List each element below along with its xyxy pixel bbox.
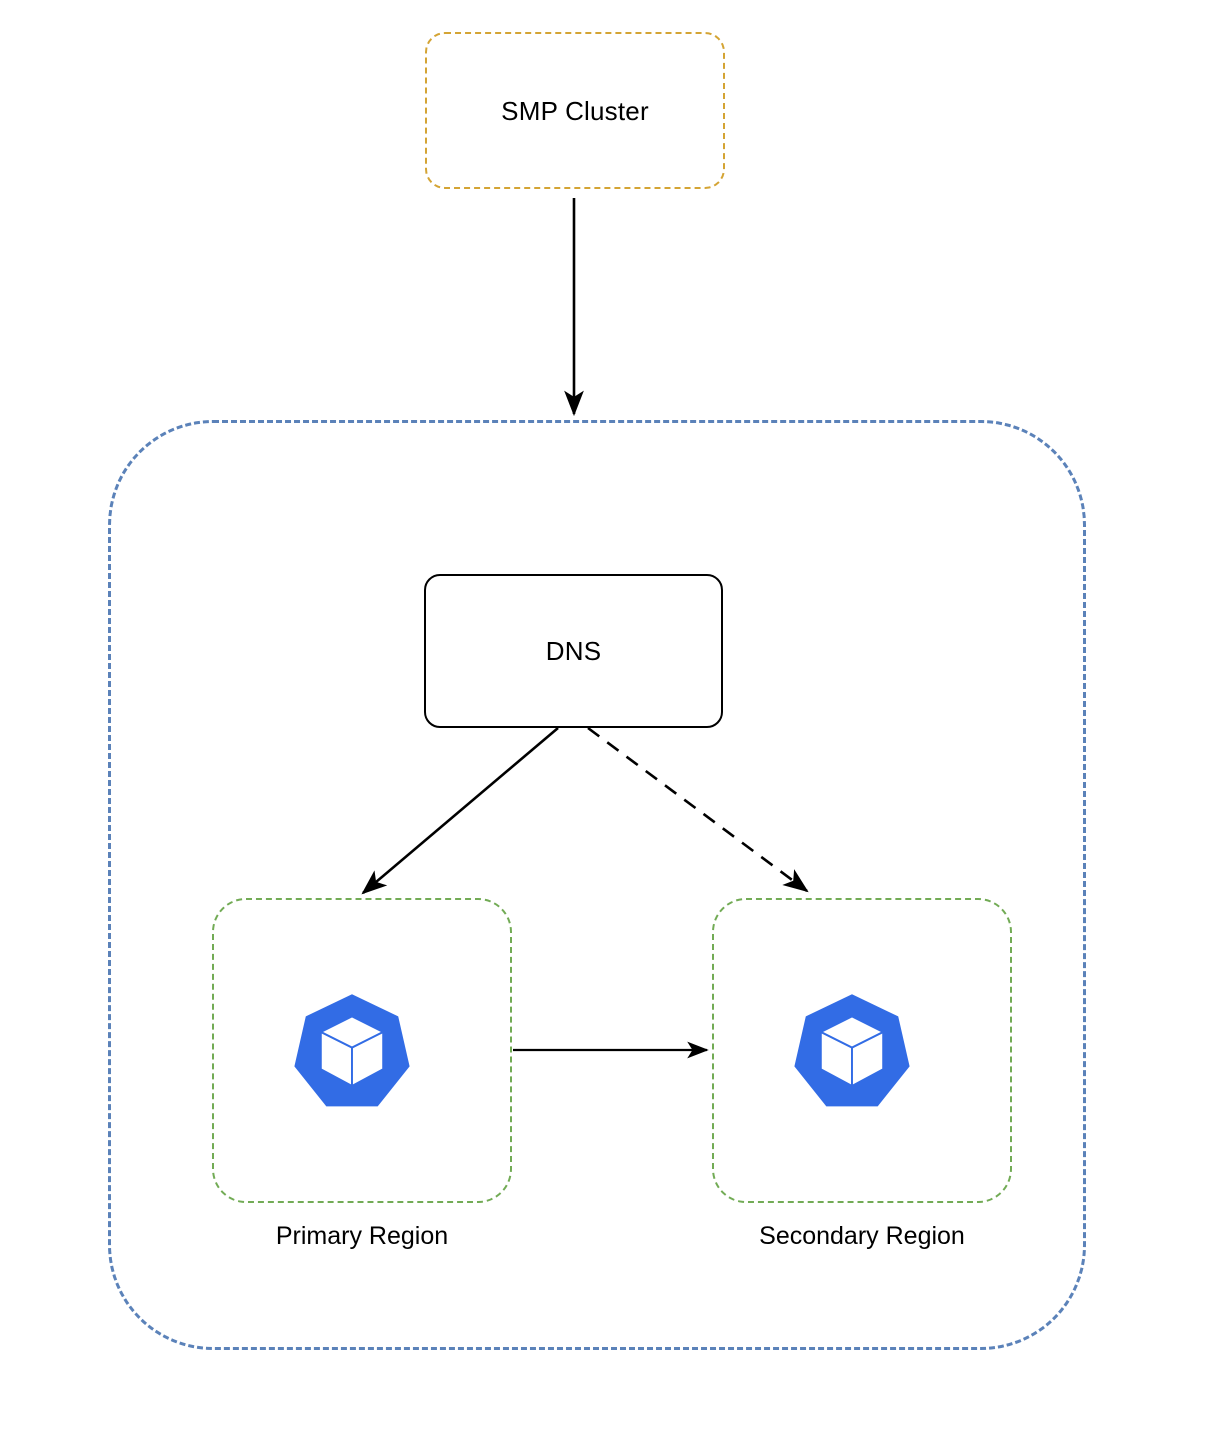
- node-primary-region[interactable]: [212, 898, 512, 1203]
- node-secondary-region[interactable]: [712, 898, 1012, 1203]
- node-secondary-region-label: Secondary Region: [712, 1224, 1012, 1249]
- secondary-region-caption-text: Secondary Region: [759, 1222, 965, 1250]
- kubernetes-icon: [292, 990, 412, 1110]
- node-smp-cluster[interactable]: SMP Cluster: [425, 32, 725, 189]
- primary-region-caption-text: Primary Region: [275, 1222, 449, 1250]
- kubernetes-icon: [792, 990, 912, 1110]
- platform-boundary-group[interactable]: [108, 420, 1086, 1350]
- node-dns[interactable]: DNS: [424, 574, 723, 728]
- node-primary-region-label: Primary Region: [212, 1224, 512, 1249]
- node-dns-label: DNS: [545, 636, 602, 666]
- node-smp-cluster-label: SMP Cluster: [501, 95, 649, 126]
